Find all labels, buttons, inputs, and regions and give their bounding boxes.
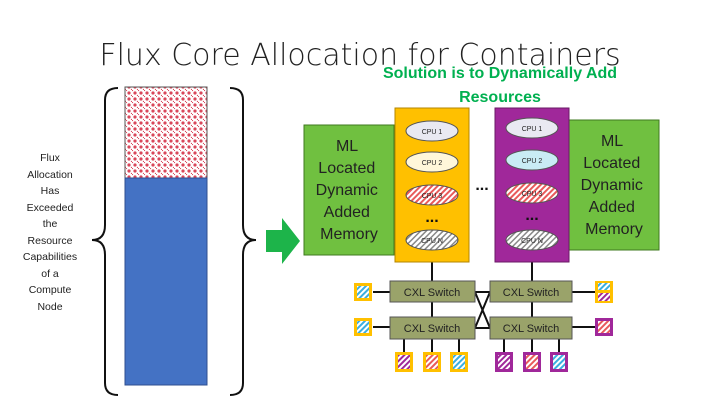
connection-lines (373, 262, 595, 352)
cpu-icon (505, 182, 559, 204)
node-capacity-bar (124, 177, 208, 386)
subtitle: Solution is to Dynamically Add Resources (382, 65, 618, 106)
cpu-label: CPU 1 (422, 129, 443, 136)
cpu-icon (405, 229, 459, 251)
ml-memory-box-right (568, 119, 660, 251)
ml-memory-label-left: ML Located Dynamic Added Memory (316, 138, 383, 243)
cpu-label: CPU 2 (522, 158, 543, 165)
cpu-label: CPU N (521, 238, 543, 245)
cpu-icon (405, 120, 459, 142)
cpu-icon (405, 151, 459, 173)
left-node-cpus: CPU 1 CPU 2 CPU 3 ... CPU N (405, 120, 459, 251)
cpu-label: CPU N (421, 238, 443, 245)
cxl-switch-label: CXL Switch (503, 323, 559, 335)
page-title: Flux Core Allocation for Containers (99, 38, 621, 73)
left-brace (91, 87, 119, 396)
side-label: Flux Allocation Has Exceeded the Resourc… (22, 152, 78, 313)
right-node-cpus: CPU 1 CPU 2 CPU 3 ... CPU N (505, 117, 559, 251)
cxl-switch (489, 280, 573, 303)
cpu-label: CPU 1 (522, 126, 543, 133)
ml-memory-box-left (303, 124, 395, 256)
right-brace (229, 87, 257, 396)
cxl-switch (389, 316, 476, 340)
arrow-icon (266, 218, 300, 264)
cpu-icon (505, 229, 559, 251)
ml-memory-label-right: ML Located Dynamic Added Memory (581, 133, 648, 238)
cxl-switch (489, 316, 573, 340)
cpu-label: CPU 2 (422, 160, 443, 167)
cxl-switch-label: CXL Switch (404, 323, 460, 335)
cpu-ellipsis: ... (425, 209, 438, 226)
cpu-icon (505, 117, 559, 139)
cxl-switch-label: CXL Switch (503, 287, 559, 299)
cpu-label: CPU 3 (422, 193, 443, 200)
cpu-ellipsis: ... (525, 207, 538, 224)
cxl-switch-label: CXL Switch (404, 287, 460, 299)
node-ellipsis: ... (475, 177, 488, 194)
cpu-icon (405, 184, 459, 206)
cxl-switch (389, 280, 476, 303)
attached-devices (354, 281, 613, 372)
cpu-label: CPU 3 (522, 191, 543, 198)
overflow-allocation-bar (124, 86, 208, 179)
cpu-icon (505, 149, 559, 171)
